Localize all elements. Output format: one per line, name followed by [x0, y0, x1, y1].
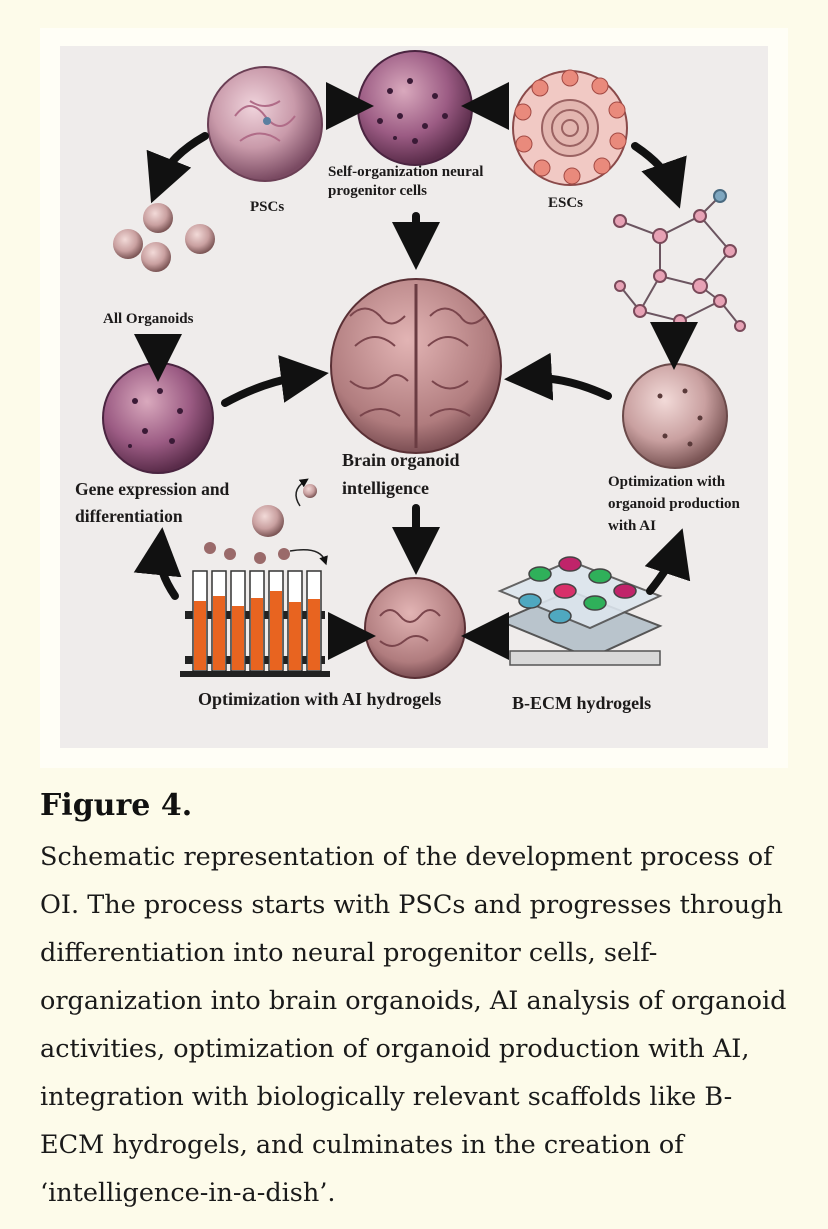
brain-organoid-sphere-icon: [364, 577, 466, 679]
label-all-organoids: All Organoids: [103, 311, 194, 327]
floating-cells-icon: [204, 484, 317, 564]
brain-icon: [330, 278, 502, 454]
test-tube-rack-icon: [180, 570, 330, 677]
label-optimization-ai-hydrogels: Optimization with AI hydrogels: [198, 689, 442, 709]
diagram-panel: PSCs Self-organization neural progenitor…: [60, 46, 768, 748]
label-pscs: PSCs: [250, 199, 285, 215]
curved-pointer-arrow-2: [289, 549, 328, 566]
label-becm-hydrogels: B-ECM hydrogels: [512, 693, 652, 713]
diagram-canvas: [102, 50, 746, 679]
label-gene-expression: Gene expression and differentiation: [75, 479, 230, 526]
label-escs: ESCs: [548, 195, 584, 211]
left-organoid-icon: [102, 362, 214, 474]
neural-progenitor-cell-icon: [357, 50, 473, 166]
flow-arrows: [133, 82, 698, 660]
psc-cell-icon: [207, 66, 323, 182]
molecular-network-icon: [613, 189, 746, 332]
figure-title: Figure 4.: [40, 788, 193, 823]
right-organoid-icon: [622, 363, 728, 469]
label-self-organization: Self-organization neural progenitor cell…: [328, 164, 484, 199]
label-optimization-production: Optimization with organoid production wi…: [608, 474, 740, 534]
small-organoids-icon: [113, 203, 215, 272]
curved-pointer-arrow: [295, 478, 309, 507]
figure-description: Schematic representation of the developm…: [40, 842, 787, 1208]
label-brain-organoid: Brain organoid intelligence: [342, 450, 460, 498]
well-plate-icon: [497, 556, 663, 666]
esc-cell-icon: [512, 69, 628, 186]
figure-caption: Figure 4. Schematic representation of th…: [40, 788, 790, 1217]
